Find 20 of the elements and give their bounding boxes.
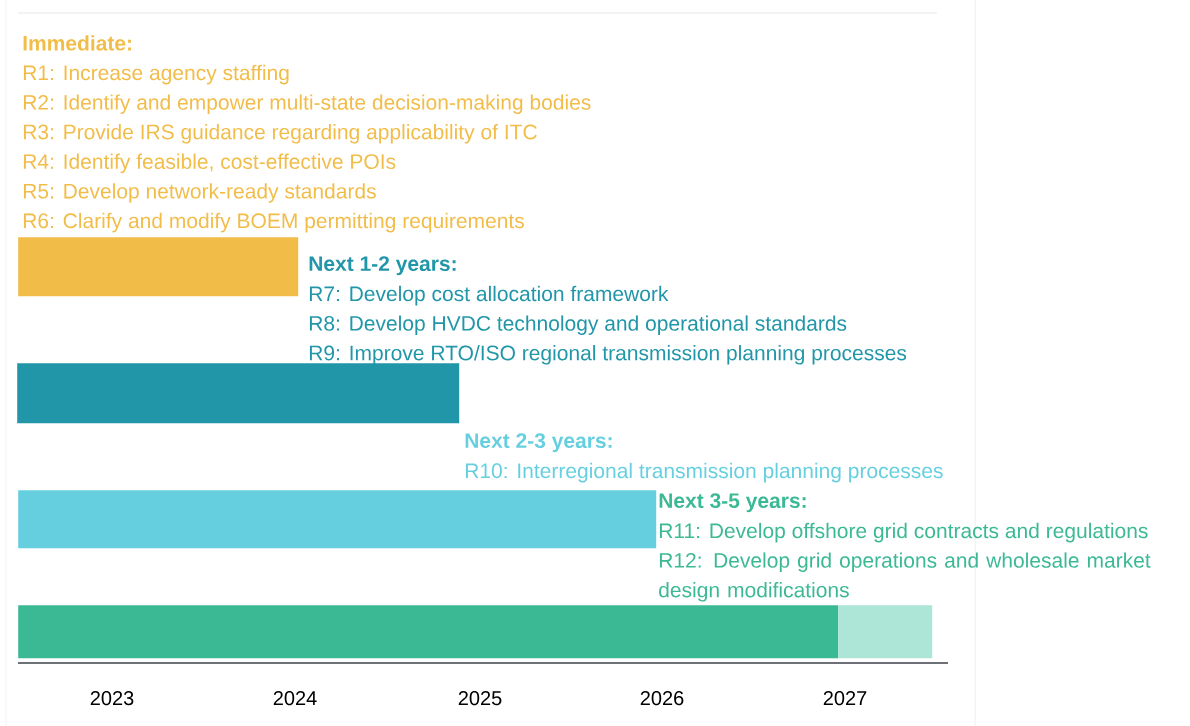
recommendation-text: R11: Develop offshore grid contracts and regulations xyxy=(659,522,1148,543)
recommendation-text: R7: Develop cost allocation framework xyxy=(309,285,669,306)
phase-heading: Next 2-3 years: xyxy=(465,433,612,453)
recommendation-text: R1: Increase agency staffing xyxy=(23,64,289,85)
year-label: 2025 xyxy=(458,691,502,706)
year-label: 2027 xyxy=(823,691,867,706)
timeline-bar xyxy=(18,490,657,549)
recommendation-text: R5: Develop network-ready standards xyxy=(23,183,376,203)
timeline-bar xyxy=(18,237,299,297)
recommendation-text: R8: Develop HVDC technology and operational standards xyxy=(309,315,847,335)
recommendation-text: R9: Improve RTO/ISO regional transmission planning processes xyxy=(309,345,907,365)
timeline-bar xyxy=(18,605,839,659)
recommendation-text: R2: Identify and empower multi-state decision-making bodies xyxy=(23,94,591,114)
recommendation-text: R12: Develop grid operations and wholesale market design modifications xyxy=(659,552,1151,602)
timeline-bar xyxy=(17,363,460,424)
timeline-bar xyxy=(838,605,933,659)
recommendation-text: R3: Provide IRS guidance regarding applicability of ITC xyxy=(23,124,537,144)
phase-heading: Immediate: xyxy=(23,35,132,51)
year-label: 2026 xyxy=(640,691,684,706)
year-label: 2024 xyxy=(273,691,317,706)
